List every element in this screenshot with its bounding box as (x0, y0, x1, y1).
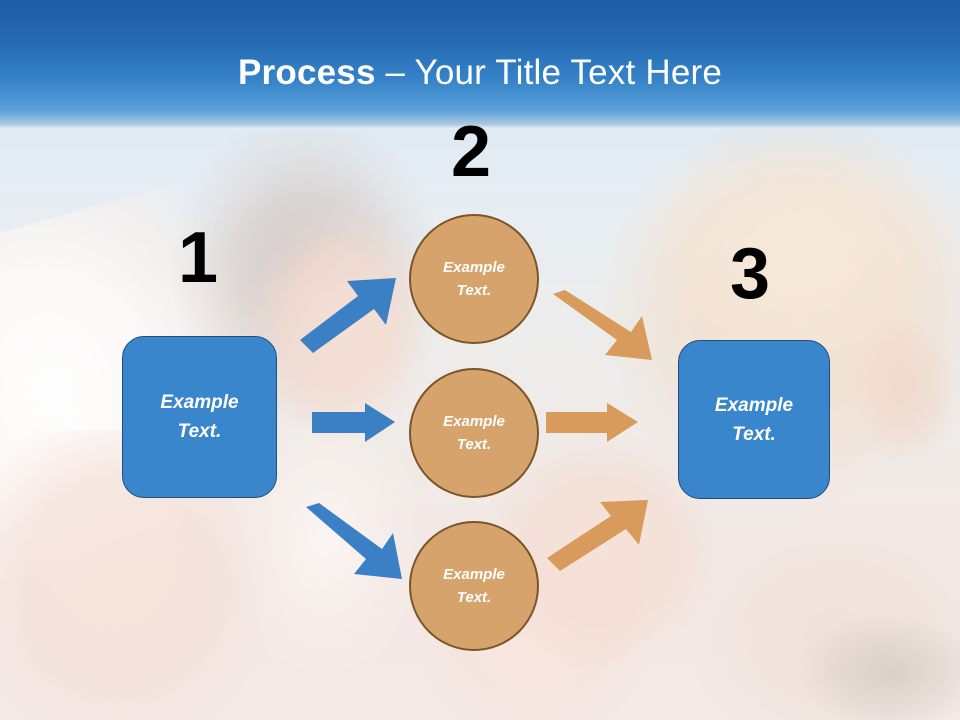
background-child-ear (830, 290, 960, 490)
process-circle-top-label: Example Text. (443, 259, 505, 299)
process-circle-bottom[interactable]: Example Text. (409, 521, 539, 651)
process-circle-top[interactable]: Example Text. (409, 214, 539, 344)
page-title: Process – Your Title Text Here (0, 52, 960, 94)
process-box-left-label: Example Text. (160, 392, 239, 442)
process-circle-middle-label: Example Text. (443, 413, 505, 453)
arrow-left-middle (312, 403, 395, 443)
arrow-left-down (306, 503, 406, 579)
title-banner (0, 0, 960, 128)
arrow-right-up (547, 500, 651, 572)
background-child-body (690, 520, 960, 720)
step-number-3: 3 (729, 234, 771, 314)
title-prefix: Process (238, 53, 376, 92)
title-separator: – (375, 53, 415, 92)
process-box-right[interactable]: Example Text. (678, 340, 830, 499)
process-circle-middle[interactable]: Example Text. (409, 368, 539, 498)
process-box-left[interactable]: Example Text. (122, 336, 277, 498)
arrow-left-up (300, 278, 400, 354)
process-box-right-label: Example Text. (714, 394, 794, 445)
arrow-right-down (553, 290, 657, 360)
step-number-2: 2 (450, 112, 492, 192)
background-foliage (780, 590, 960, 720)
process-circle-bottom-label: Example Text. (443, 566, 505, 606)
step-number-1: 1 (177, 218, 219, 298)
title-rest: Your Title Text Here (414, 53, 722, 92)
arrow-right-middle (546, 403, 638, 443)
